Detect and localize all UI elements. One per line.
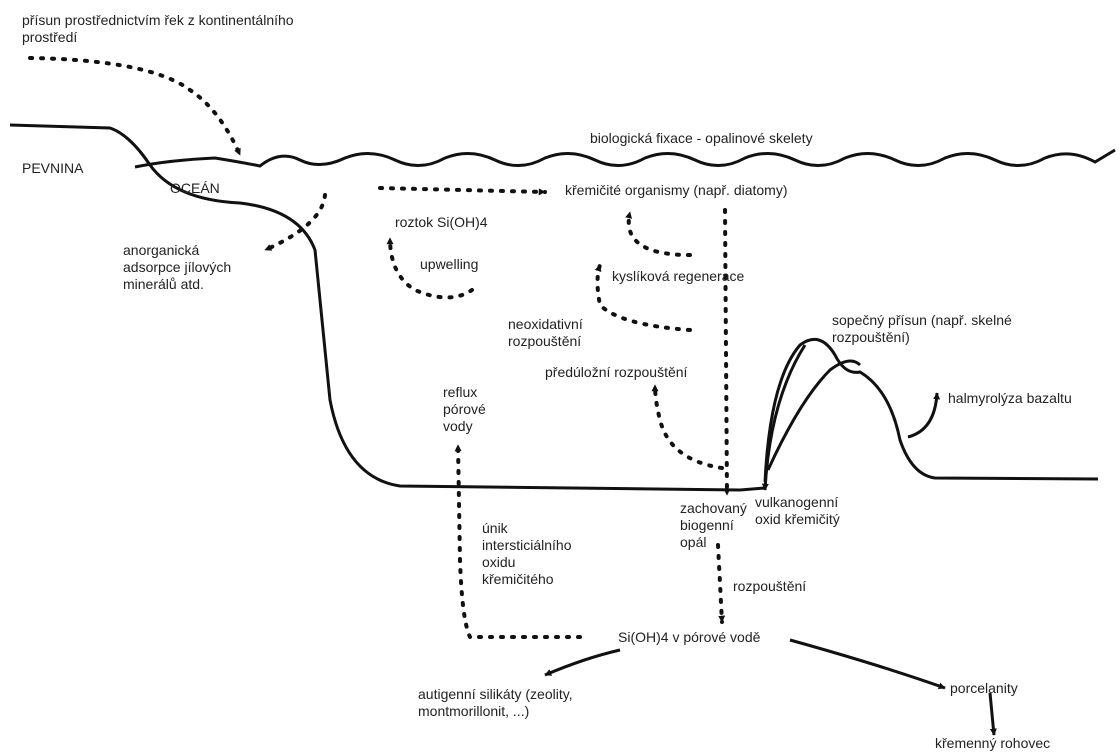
quartz-chert-arrow [988, 692, 997, 736]
river-input-label: přísun prostřednictvím řek z kontinentál… [22, 12, 294, 45]
porewater-label: Si(OH)4 v pórové vodě [618, 629, 761, 645]
halmyrolysis-arrow [907, 392, 941, 439]
reflux-label: reflux pórové vody [443, 384, 486, 434]
nonoxidative-arrow [594, 263, 692, 332]
oxygen-regeneration-label: kyslíková regenerace [612, 268, 745, 284]
ocean-label: OCEÁN [170, 180, 220, 196]
volcanogenic-label: vulkanogenní oxid křemičitý [755, 494, 840, 527]
quartz-chert-label: křemenný rohovec [935, 735, 1051, 751]
porcelanite-label: porcelanity [950, 680, 1018, 696]
river-input-arrow [28, 56, 242, 157]
upwelling-arrow [386, 236, 474, 300]
dissolution-arrow [716, 543, 726, 624]
volcanic-input-arrow [761, 344, 807, 491]
reflux-arrow [454, 443, 582, 639]
volcanic-input-label: sopečný přísun (např. skelné rozpouštění… [832, 312, 1012, 345]
nonoxidative-label: neoxidativní rozpouštění [508, 316, 583, 349]
dissolution-label: rozpouštění [733, 578, 807, 594]
oxygen-regeneration-arrow [625, 210, 692, 257]
pevnina-label: PEVNINA [22, 160, 84, 176]
inorganic-adsorption-label: anorganická adsorpce jílových minerálů a… [123, 242, 232, 292]
upwelling-label: upwelling [420, 256, 479, 272]
predeposit-label: předúložní rozpouštění [545, 364, 688, 380]
halmyrolysis-label: halmyrolýza bazaltu [948, 390, 1072, 406]
escape-label: únik intersticiálního oxidu křemičitého [482, 520, 572, 587]
land-surface-line [9, 123, 741, 492]
organisms-label: křemičité organismy (např. diatomy) [565, 182, 788, 198]
adsorption-arrow [263, 193, 327, 252]
solution-label: roztok Si(OH)4 [395, 214, 488, 230]
porcelanite-arrow [789, 638, 946, 690]
volcano-inner-ridge [766, 359, 862, 471]
ocean-surface-line [134, 148, 1116, 169]
volcano-outline [763, 337, 1099, 483]
authigenic-arrow [544, 648, 621, 677]
biofix-label: biologická fixace - opalinové skelety [590, 130, 813, 146]
authigenic-label: autigenní silikáty (zeolity, montmorillo… [418, 686, 573, 719]
predeposit-dissolution-arrow [651, 383, 724, 470]
sea-floor-line [739, 486, 766, 492]
solution-to-organisms-arrow [378, 186, 547, 196]
preserved-opal-label: zachovaný biogenní opál [680, 500, 747, 550]
sinking-organisms-arrow [723, 208, 731, 497]
